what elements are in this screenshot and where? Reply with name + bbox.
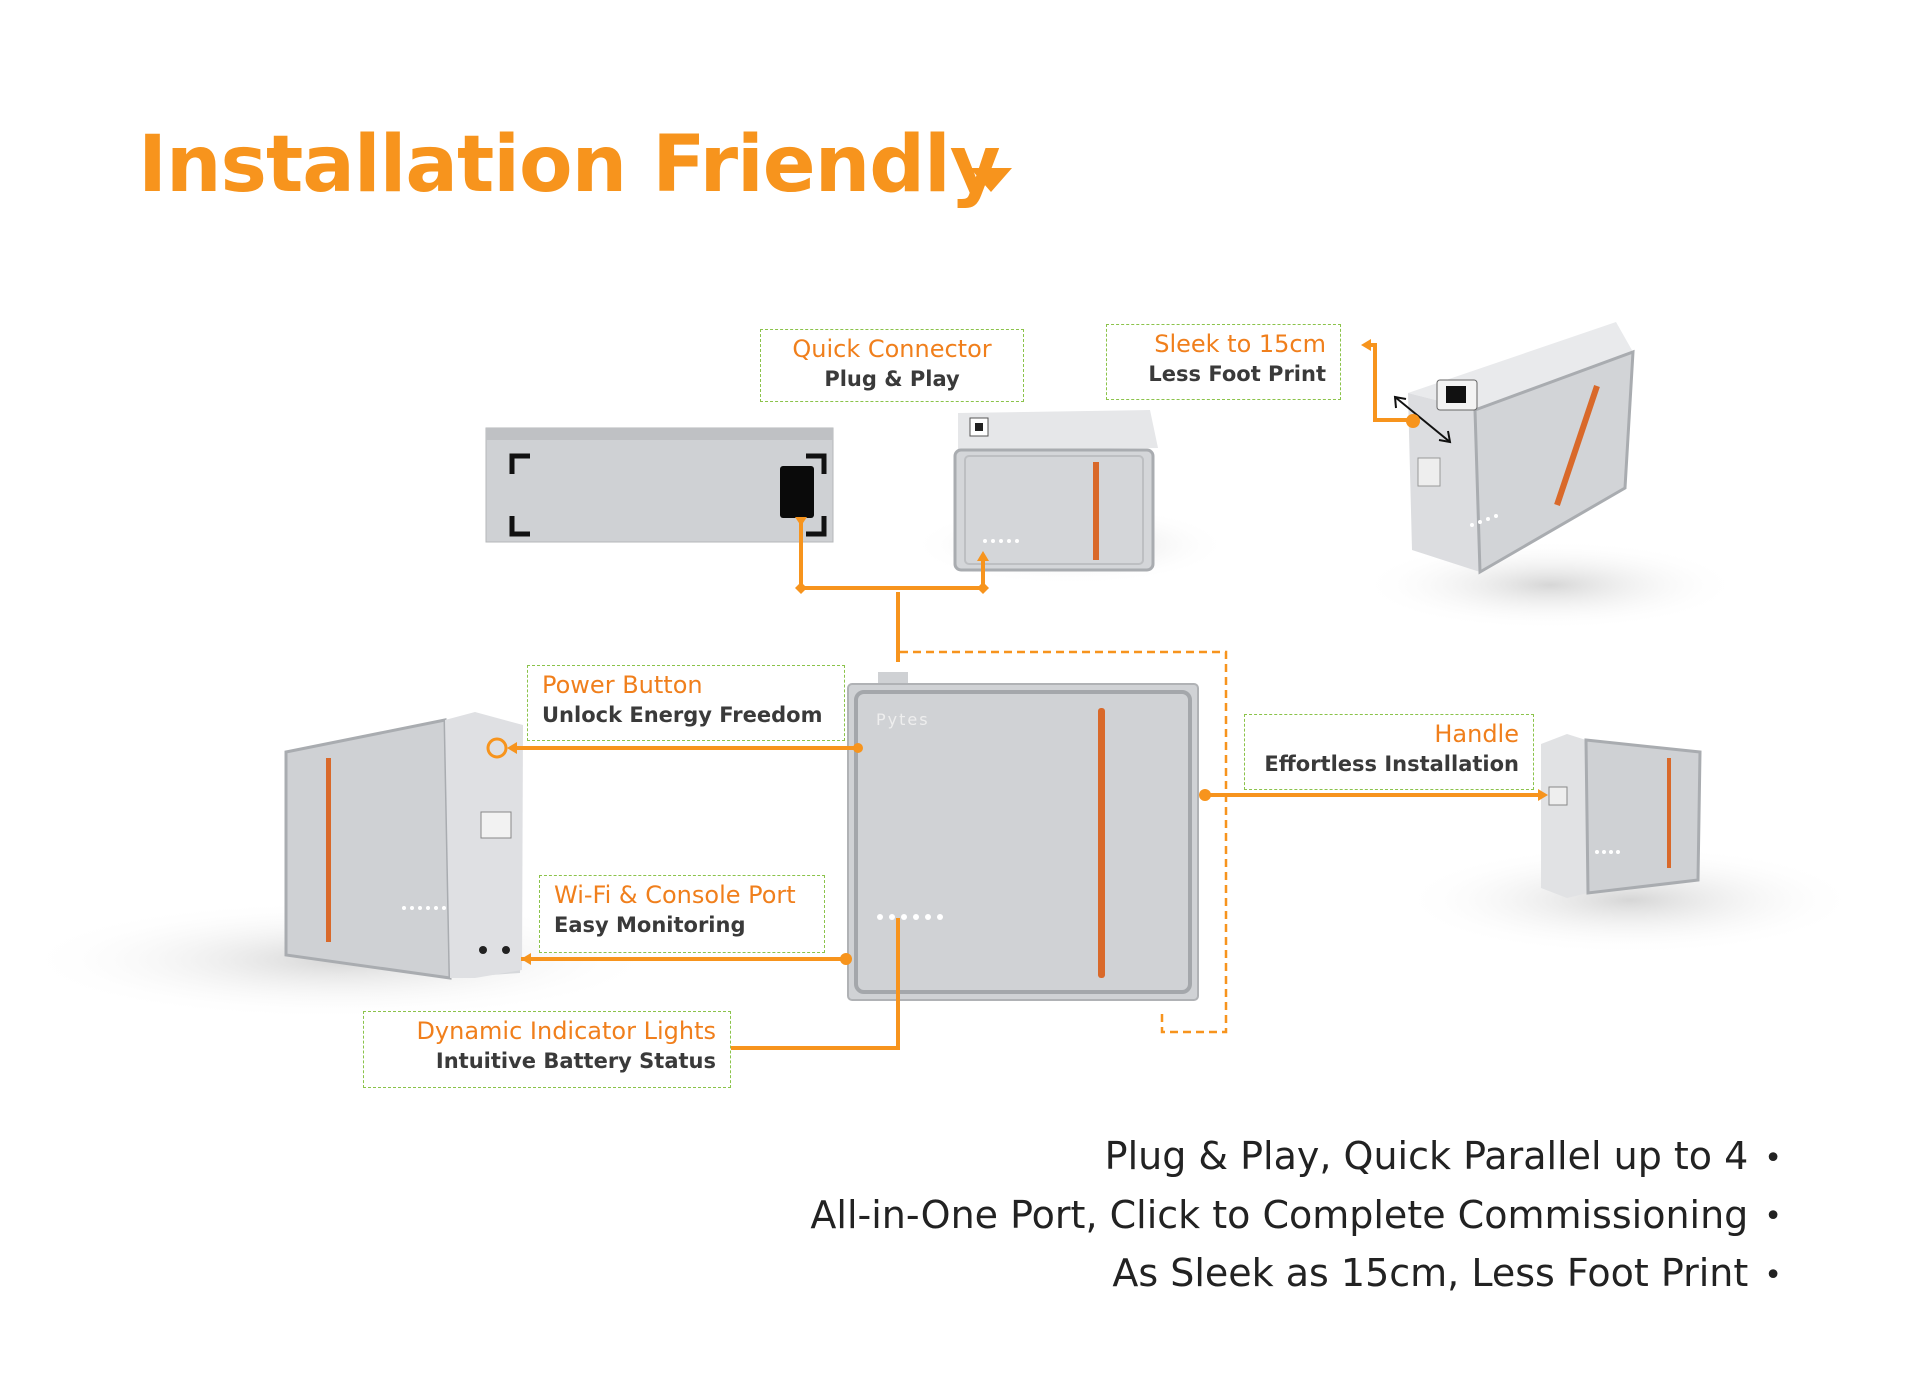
connector-markers: [507, 339, 1548, 1054]
callout-indicator: Dynamic Indicator Lights Intuitive Batte…: [363, 1011, 731, 1088]
callout-head: Dynamic Indicator Lights: [416, 1017, 716, 1045]
power-button-icon: [486, 737, 508, 759]
callout-head: Wi-Fi & Console Port: [554, 881, 796, 909]
bullet-text: Plug & Play, Quick Parallel up to 4: [1104, 1134, 1749, 1178]
battery-top-view: [485, 427, 834, 543]
callout-sub: Easy Monitoring: [554, 913, 746, 937]
callout-power-button: Power Button Unlock Energy Freedom: [527, 665, 845, 741]
callout-head: Sleek to 15cm: [1154, 330, 1326, 358]
bullet-text: As Sleek as 15cm, Less Foot Print: [1112, 1251, 1749, 1295]
callout-head: Handle: [1434, 720, 1519, 748]
connector-lines: [515, 343, 1540, 1050]
callout-sleek: Sleek to 15cm Less Foot Print: [1106, 324, 1341, 400]
quick-connector-icon: [780, 466, 814, 518]
page-title: Installation Friendly: [138, 120, 1001, 210]
bullet-dot: •: [1764, 1257, 1782, 1293]
bullet-dot: •: [1764, 1199, 1782, 1234]
callout-head: Power Button: [542, 671, 703, 699]
battery-right-view: [1541, 734, 1702, 898]
callout-sub: Less Foot Print: [1148, 362, 1326, 386]
callout-wifi: Wi-Fi & Console Port Easy Monitoring: [539, 875, 825, 953]
feature-bullet-list: Plug & Play, Quick Parallel up to 4 • All…: [810, 1128, 1782, 1304]
callout-head: Quick Connector: [792, 335, 992, 363]
bullet-item: Plug & Play, Quick Parallel up to 4 •: [810, 1128, 1782, 1187]
floor-shadow-right: [1400, 845, 1860, 955]
battery-slim-view: [1393, 322, 1635, 575]
bullet-item: All-in-One Port, Click to Complete Commi…: [810, 1187, 1782, 1246]
battery-front-view: Pytes: [847, 672, 1199, 1001]
brand-logo: Pytes: [876, 710, 930, 729]
callout-handle: Handle Effortless Installation: [1244, 714, 1534, 790]
callout-quick-connector: Quick Connector Plug & Play: [760, 329, 1024, 402]
parallel-dashed-line: [900, 650, 1228, 1034]
callout-sub: Unlock Energy Freedom: [542, 703, 823, 727]
battery-left-view: [284, 712, 523, 980]
callout-sub: Plug & Play: [824, 367, 960, 391]
floor-shadow-slim: [1360, 540, 1740, 630]
battery-back-view: [953, 410, 1158, 572]
bullet-dot: •: [1764, 1140, 1782, 1176]
bullet-item: As Sleek as 15cm, Less Foot Print •: [810, 1245, 1782, 1304]
caret-down-icon[interactable]: [970, 168, 1012, 192]
callout-sub: Intuitive Battery Status: [435, 1049, 716, 1073]
bullet-text: All-in-One Port, Click to Complete Commi…: [810, 1192, 1749, 1237]
callout-sub: Effortless Installation: [1264, 752, 1519, 776]
